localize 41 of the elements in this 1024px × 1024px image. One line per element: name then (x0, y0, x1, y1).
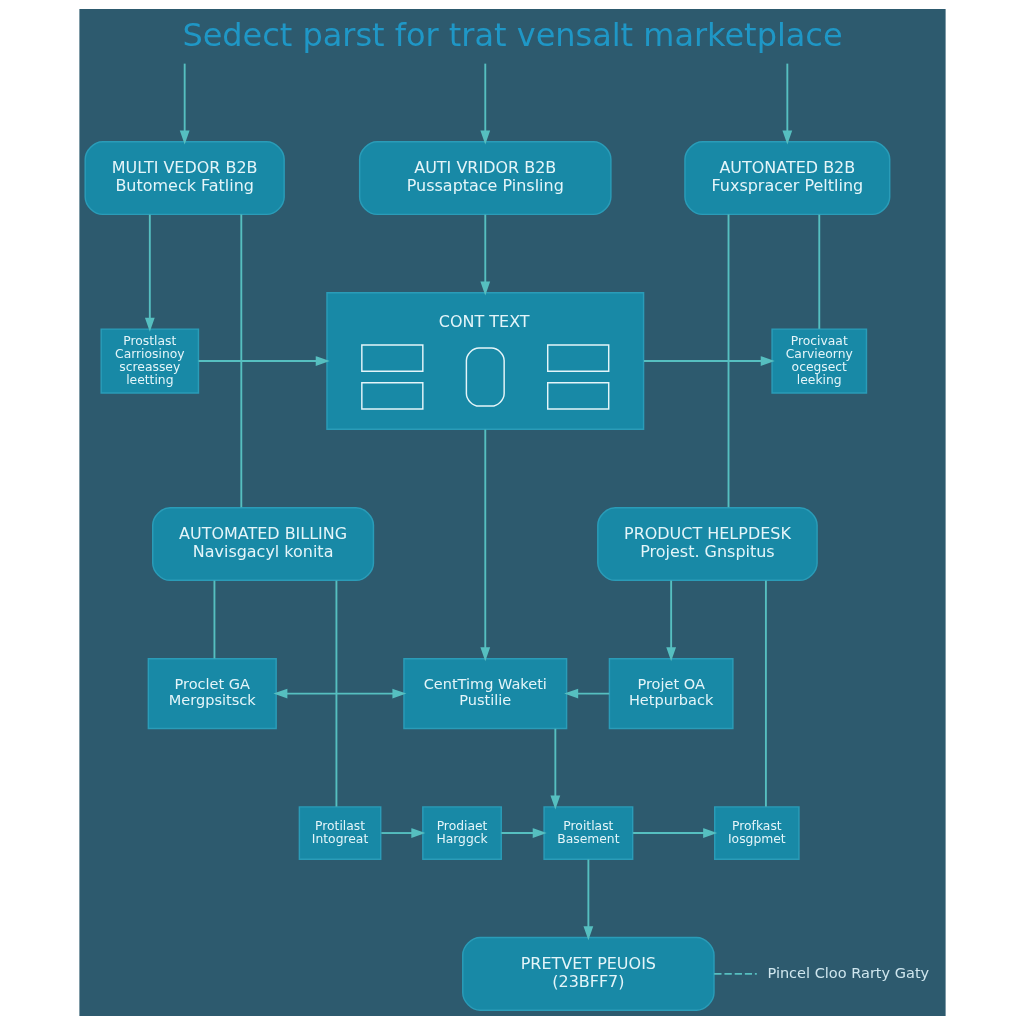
arrow (272, 688, 406, 698)
arrow (563, 688, 610, 698)
node-box: MULTI VEDOR B2B Butomeck Fatling (83, 140, 285, 215)
arrow (379, 827, 425, 838)
node-box: AUTI VRIDOR B2B Pussaptace Pinsling (358, 140, 612, 215)
node-box: Proitlast Basement (542, 805, 633, 860)
connector (817, 213, 820, 330)
arrow (479, 213, 490, 296)
node-box: Procivaat Carvieorny ocegsect leeking (770, 327, 867, 394)
node-box: Proclet GA Mergpsitsck (147, 657, 277, 729)
connector (712, 972, 758, 975)
connector (239, 213, 242, 508)
node-box: Prostlast Carriosinoy screassey leetting (99, 327, 199, 394)
node-box: Prodiaet Harggck (421, 805, 502, 860)
arrow (549, 727, 560, 809)
arrow (179, 62, 190, 145)
connector (334, 579, 337, 807)
arrow (642, 355, 775, 366)
arrow (583, 858, 593, 940)
connector (213, 579, 215, 659)
node-box: AUTONATED B2B Fuxspracer Peltling (683, 140, 890, 215)
node-box: CONT TEXT (325, 291, 644, 430)
arrow (665, 579, 676, 661)
node-box: Protilast Intogreat (298, 805, 381, 860)
arrow (499, 827, 547, 838)
arrow (479, 62, 490, 145)
node-box: PRETVET PEUOIS (23BFF7) (461, 936, 715, 1011)
node-box: Profkast Iosgpmet (713, 805, 800, 860)
node-box: PRODUCT HELPDESK Projest. Gnspitus (596, 506, 818, 581)
arrow (631, 827, 717, 838)
node-text: Pincel Cloo Rarty Gaty (766, 964, 929, 981)
node-box: AUTOMATED BILLING Navisgacyl konita (151, 506, 374, 581)
arrow (479, 428, 490, 661)
arrow (781, 62, 792, 145)
diagram-title: Sedect parst for trat vensalt marketplace (181, 15, 843, 54)
arrow (197, 355, 330, 366)
connector (764, 579, 767, 807)
node-box: CentTimg Waketi Pustilie (402, 657, 567, 729)
node-box: Projet OA Hetpurback (608, 657, 734, 729)
arrow (144, 213, 155, 332)
connector (727, 213, 729, 508)
